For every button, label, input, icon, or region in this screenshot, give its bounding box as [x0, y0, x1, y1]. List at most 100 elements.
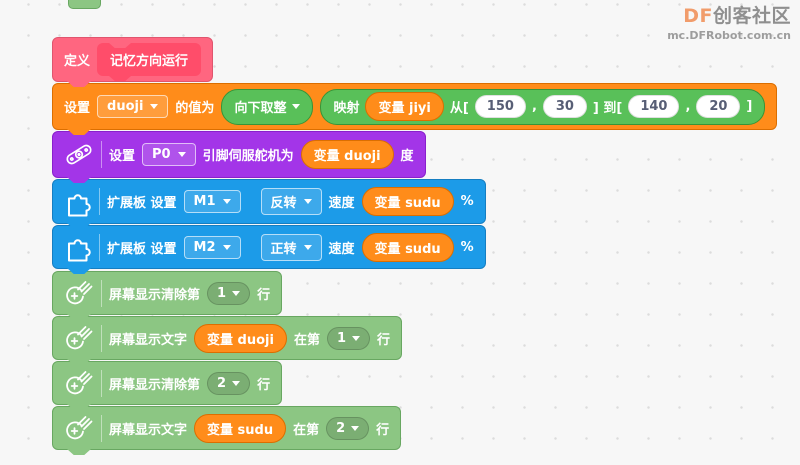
variable-duoji-reporter[interactable]: 变量 duoji [194, 323, 287, 353]
variable-duoji-label: 变量 duoji [313, 149, 381, 164]
divider [99, 188, 100, 215]
variable-dropdown-value: duoji [107, 99, 144, 114]
block-bump [67, 314, 91, 320]
variable-sudu-reporter[interactable]: 变量 sudu [361, 232, 454, 262]
variable-jiyi-label: 变量 jiyi [378, 101, 431, 116]
logo-title: DF创客社区 [667, 5, 791, 29]
chevron-down-icon [292, 104, 301, 109]
display-icon [64, 324, 94, 352]
block-bump [67, 177, 91, 183]
screen-show-duoji-block[interactable]: 屏幕显示文字 变量 duoji 在第 1 行 [52, 316, 403, 365]
servo-block[interactable]: 设置 P0 引脚伺服舵机为 变量 duoji 度 [52, 131, 426, 183]
servo-set-label: 设置 [109, 149, 136, 164]
variable-sudu-reporter[interactable]: 变量 sudu [361, 187, 454, 216]
at-line-label: 在第 [293, 332, 320, 348]
show-text-label: 屏幕显示文字 [109, 332, 188, 348]
divider [101, 414, 102, 442]
block-bump [67, 404, 91, 410]
set-variable-block[interactable]: 设置 duoji 的值为 向下取整 映射 变量 jiyi 从[ 150 , 30… [52, 83, 778, 135]
divider [101, 324, 102, 352]
block-bump [67, 81, 91, 87]
map-to-high-input[interactable]: 20 [696, 95, 741, 118]
show-text-label: 屏幕显示文字 [109, 422, 188, 438]
floor-reporter-block[interactable]: 向下取整 [221, 88, 314, 125]
motor-direction-value: 正转 [270, 241, 297, 257]
block-bump [67, 449, 91, 455]
line-dropdown[interactable]: 2 [207, 371, 251, 395]
logo-cn: 创客社区 [712, 5, 791, 27]
map-from-label: 从[ [449, 101, 469, 116]
define-keyword: 定义 [64, 54, 91, 69]
servo-icon [64, 141, 94, 168]
variable-sudu-label: 变量 sudu [207, 422, 274, 438]
offscreen-block-stub[interactable] [68, 0, 101, 9]
puzzle-icon [64, 233, 92, 262]
logo-subtitle: mc.DFRobot.com.cn [667, 28, 791, 42]
row-label: 行 [257, 377, 271, 393]
variable-sudu-label: 变量 sudu [374, 241, 441, 257]
speed-label: 速度 [328, 241, 355, 257]
pin-dropdown[interactable]: P0 [142, 143, 196, 166]
motor-port-dropdown[interactable]: M1 [183, 190, 241, 213]
at-line-label: 在第 [293, 422, 320, 438]
df-maker-community-logo: DF创客社区 mc.DFRobot.com.cn [667, 5, 791, 43]
speed-label: 速度 [328, 196, 355, 211]
pin-dropdown-value: P0 [152, 147, 171, 162]
motor-direction-dropdown[interactable]: 正转 [260, 233, 322, 261]
map-label: 映射 [333, 101, 360, 116]
motor-m2-block[interactable]: 扩展板 设置 M2 正转 速度 变量 sudu % [52, 225, 486, 274]
screen-clear-line2-block[interactable]: 屏幕显示清除第 2 行 [52, 361, 283, 410]
line-dropdown[interactable]: 1 [326, 326, 371, 350]
divider [101, 279, 102, 307]
line-dropdown-value: 2 [336, 420, 346, 436]
chevron-down-icon [232, 290, 241, 296]
chevron-down-icon [232, 380, 241, 386]
percent-label: % [460, 239, 474, 255]
line-dropdown[interactable]: 2 [326, 416, 370, 440]
screen-show-sudu-block[interactable]: 屏幕显示文字 变量 sudu 在第 2 行 [52, 406, 402, 455]
map-to-low-input[interactable]: 140 [628, 95, 680, 118]
map-from-high-value: 30 [555, 99, 574, 114]
map-to-label: ] 到[ [592, 101, 623, 116]
block-bump [67, 223, 91, 229]
variable-dropdown[interactable]: duoji [97, 95, 169, 118]
map-from-low-input[interactable]: 150 [474, 95, 526, 118]
map-reporter-block[interactable]: 映射 变量 jiyi 从[ 150 , 30 ] 到[ 140 , 20 ] [320, 88, 766, 125]
function-name-label: 记忆方向运行 [110, 54, 189, 69]
prototype-bump [109, 76, 132, 81]
line-dropdown[interactable]: 1 [207, 281, 251, 305]
motor-m1-block[interactable]: 扩展板 设置 M1 反转 速度 变量 sudu % [52, 179, 486, 229]
chevron-down-icon [150, 104, 159, 109]
variable-jiyi-reporter[interactable]: 变量 jiyi [365, 92, 444, 121]
function-prototype[interactable]: 记忆方向运行 [97, 43, 202, 81]
motor-port-value: M2 [193, 239, 216, 255]
motor-direction-value: 反转 [270, 196, 297, 211]
motor-port-dropdown[interactable]: M2 [183, 235, 241, 259]
chevron-down-icon [351, 425, 360, 431]
variable-sudu-reporter[interactable]: 变量 sudu [194, 413, 287, 443]
line-dropdown-value: 1 [336, 330, 347, 346]
chevron-down-icon [177, 152, 186, 157]
puzzle-icon [64, 188, 92, 216]
row-label: 行 [377, 332, 391, 348]
motor-port-value: M1 [193, 194, 216, 209]
row-label: 行 [257, 287, 271, 303]
variable-duoji-reporter[interactable]: 变量 duoji [300, 140, 394, 169]
chevron-down-icon [222, 244, 231, 250]
motor-label: 扩展板 设置 [107, 196, 177, 211]
block-bump [67, 359, 91, 365]
percent-label: % [460, 194, 474, 209]
screen-clear-line1-block[interactable]: 屏幕显示清除第 1 行 [52, 271, 283, 320]
chevron-down-icon [222, 199, 231, 204]
chevron-down-icon [303, 244, 312, 250]
variable-duoji-label: 变量 duoji [207, 332, 274, 348]
define-block[interactable]: 定义 记忆方向运行 [52, 37, 214, 87]
display-icon [64, 369, 94, 397]
floor-label: 向下取整 [234, 101, 287, 116]
chevron-down-icon [352, 335, 361, 341]
display-icon [64, 414, 94, 442]
motor-direction-dropdown[interactable]: 反转 [260, 188, 322, 215]
map-from-high-input[interactable]: 30 [542, 95, 587, 118]
servo-unit-label: 度 [400, 149, 414, 164]
